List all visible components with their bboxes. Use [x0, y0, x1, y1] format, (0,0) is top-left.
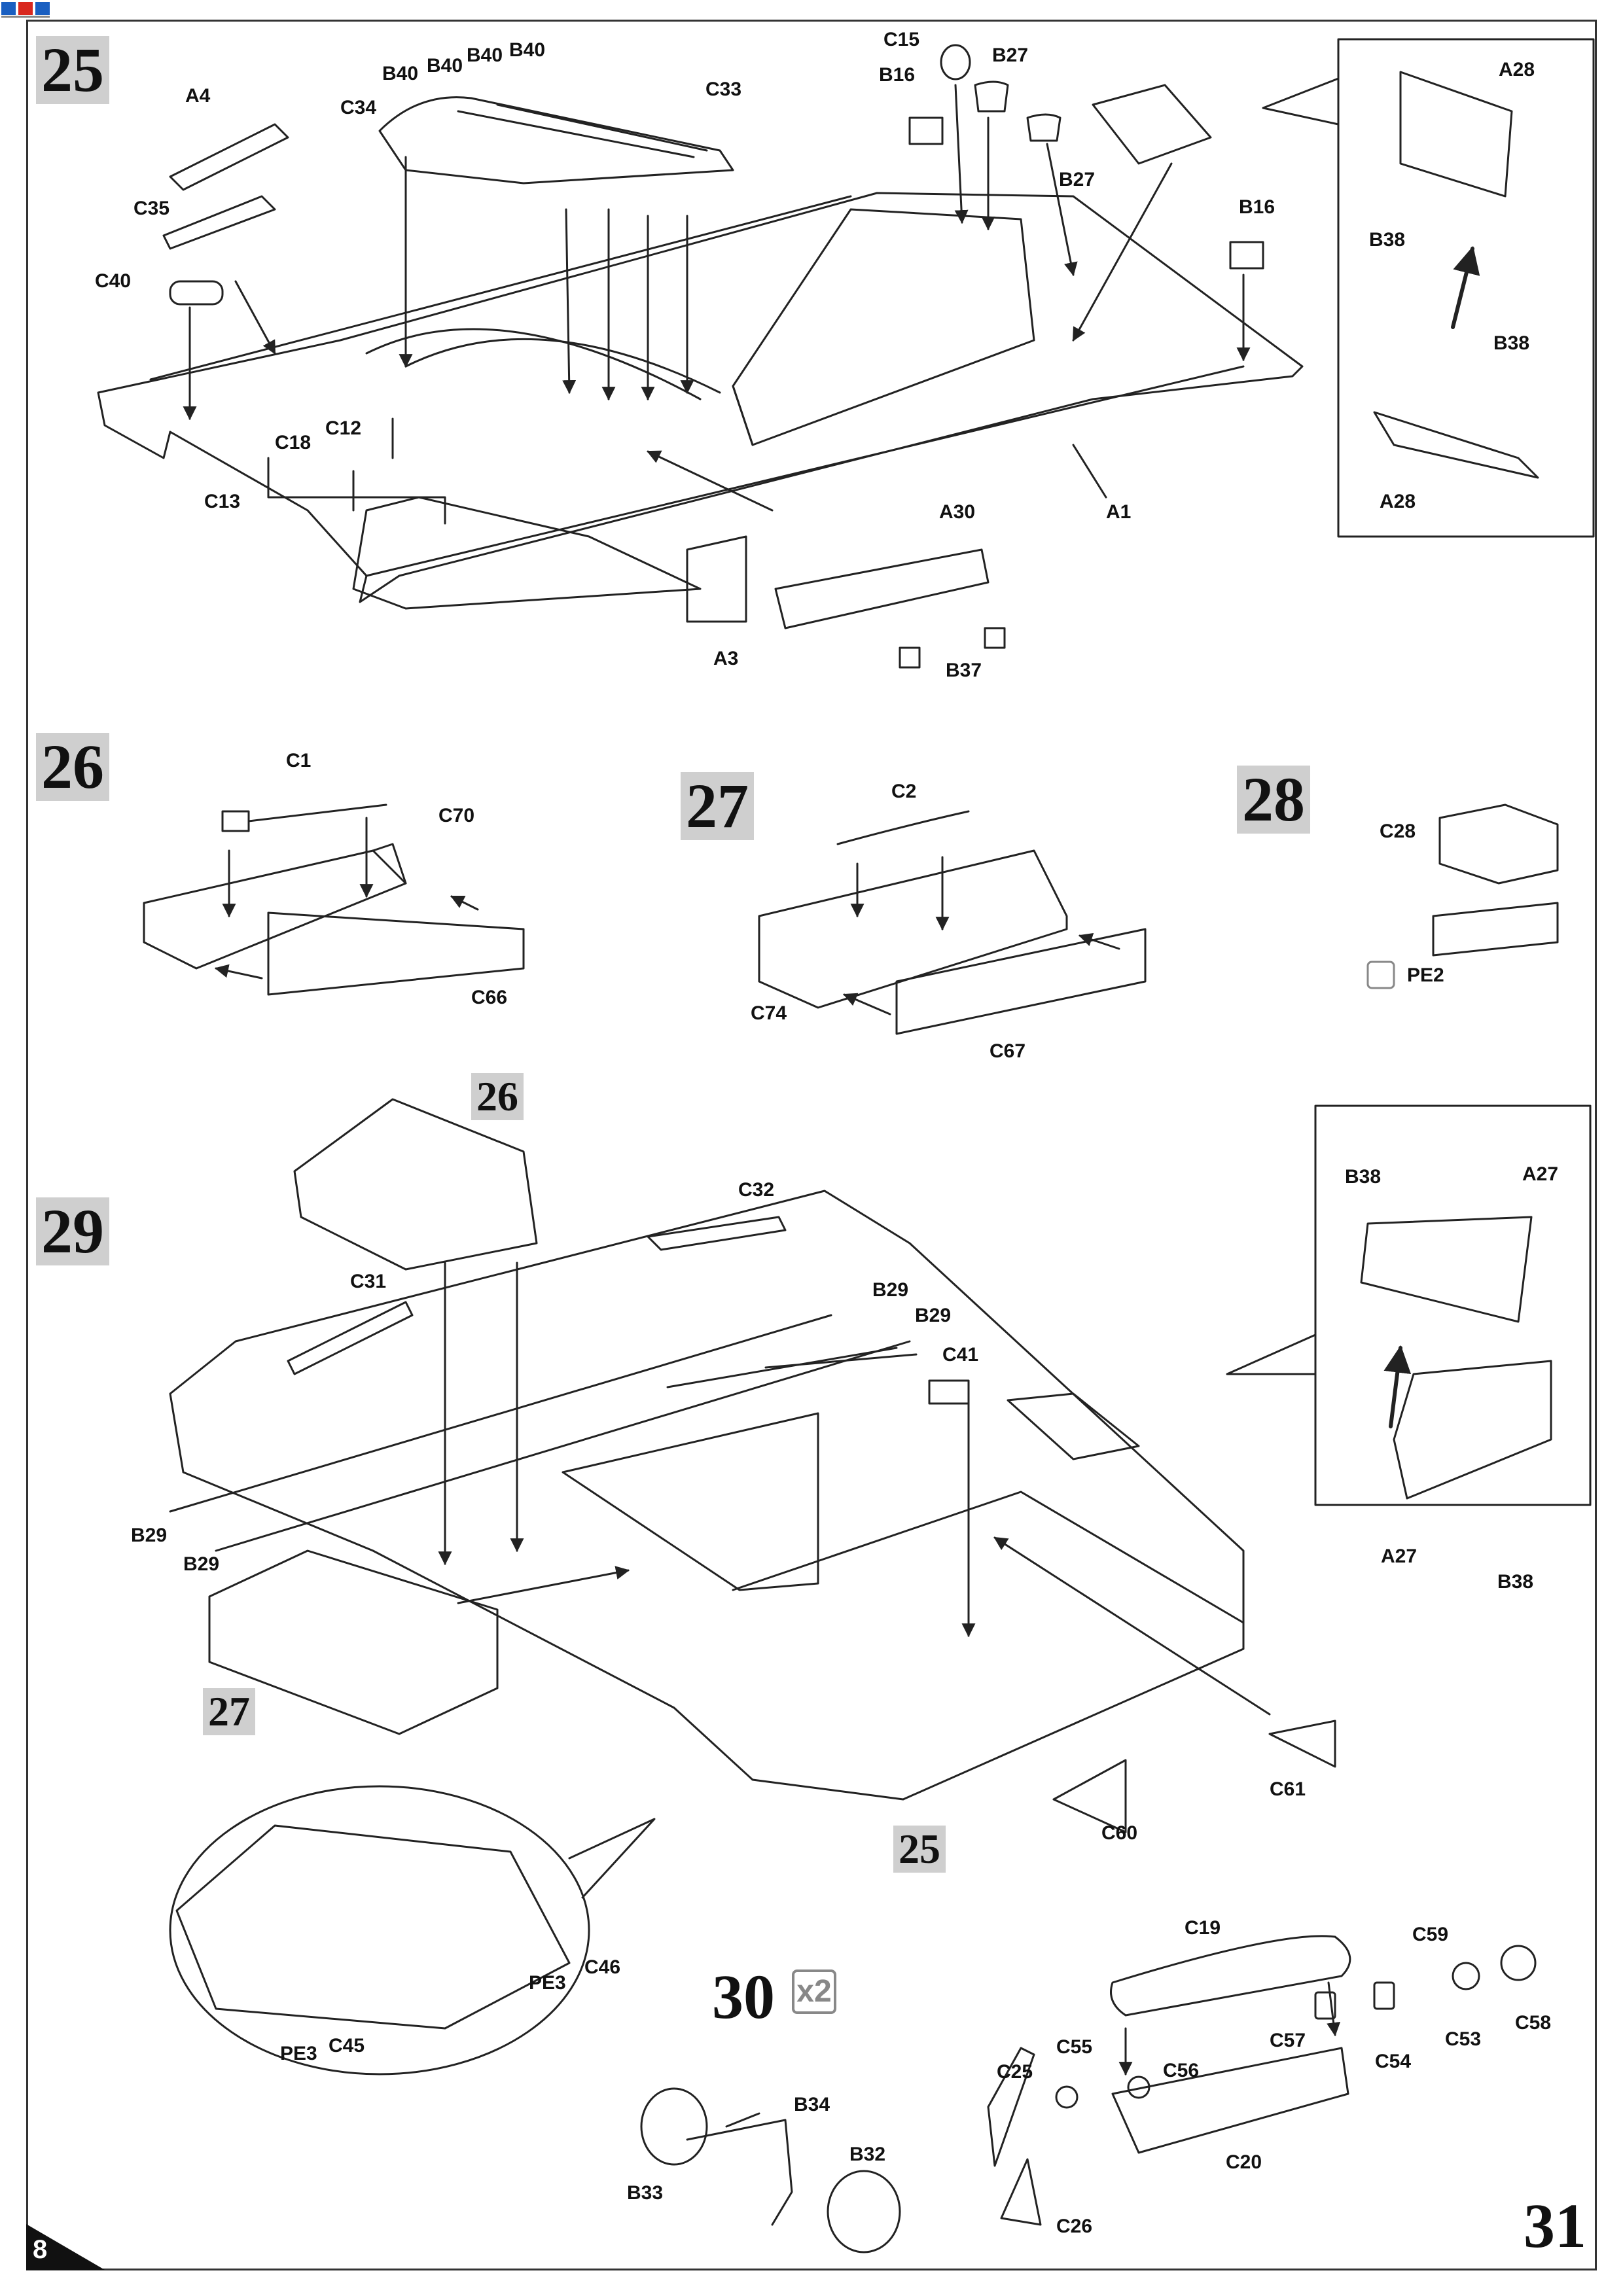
part-label: B38: [1493, 332, 1530, 354]
part-label: B27: [1059, 169, 1096, 190]
part-label: C53: [1445, 2028, 1482, 2050]
part-label: C2: [891, 781, 917, 802]
step-25-number: 25: [36, 36, 109, 104]
part-label: C33: [705, 79, 742, 100]
step-31-number: 31: [1524, 2191, 1586, 2261]
part-label: B40: [382, 63, 419, 84]
part-label: C57: [1270, 2030, 1306, 2051]
part-label: B29: [872, 1279, 909, 1301]
part-label: C59: [1412, 1924, 1449, 1945]
part-label: B16: [879, 64, 916, 86]
step31-drawing: [987, 1935, 1537, 2226]
part-label: C60: [1101, 1822, 1138, 1844]
part-label: C28: [1380, 821, 1416, 842]
step30-drawing: [640, 2087, 901, 2253]
part-label: C18: [275, 432, 312, 453]
publisher-logo: [0, 0, 51, 18]
part-label: C66: [471, 987, 508, 1008]
page-number-tab: 8: [26, 2224, 105, 2270]
part-label: PE3: [529, 1972, 566, 1994]
part-label: C45: [329, 2035, 365, 2057]
part-label: B32: [849, 2144, 886, 2165]
part-label: A28: [1499, 59, 1535, 80]
part-label: C41: [942, 1344, 979, 1366]
part-label: A27: [1522, 1163, 1559, 1185]
part-label: B40: [467, 44, 503, 66]
part-label: C26: [1056, 2216, 1093, 2237]
part-label: B34: [794, 2094, 830, 2115]
step-28-number: 28: [1237, 766, 1310, 834]
part-label: C15: [883, 29, 920, 50]
part-label: C61: [1270, 1778, 1306, 1800]
part-label: C32: [738, 1179, 775, 1201]
step-26-number: 26: [36, 733, 109, 801]
step28-drawing: [1366, 804, 1559, 989]
part-label: C74: [751, 1002, 787, 1024]
part-label: C1: [286, 750, 312, 771]
ref-26-tag: 26: [471, 1073, 524, 1120]
part-label: B29: [915, 1305, 952, 1326]
part-label: A1: [1106, 501, 1132, 523]
part-label: C40: [95, 270, 132, 292]
part-label: A27: [1381, 1545, 1418, 1567]
step-27-number: 27: [681, 772, 754, 840]
part-label: C55: [1056, 2036, 1093, 2058]
step29-inset: [1226, 1104, 1592, 1506]
part-label: PE2: [1407, 964, 1444, 986]
part-label: C25: [997, 2061, 1033, 2083]
part-label: B29: [183, 1553, 220, 1575]
ref-25-tag: 25: [893, 1826, 946, 1873]
part-label: B29: [131, 1525, 168, 1546]
part-label: C70: [438, 805, 475, 826]
part-label: C31: [350, 1271, 387, 1292]
part-label: B40: [427, 55, 463, 77]
part-label: A3: [713, 648, 739, 669]
part-label: A30: [939, 501, 976, 523]
part-label: B40: [509, 39, 546, 61]
step-29-number: 29: [36, 1197, 109, 1265]
quantity-x2-badge: x2: [792, 1969, 836, 2014]
part-label: C56: [1163, 2060, 1200, 2081]
part-label: C34: [340, 97, 377, 118]
part-label: B38: [1345, 1166, 1382, 1188]
step26-drawing: [143, 804, 525, 996]
part-label: B27: [992, 44, 1029, 66]
part-label: B33: [627, 2182, 664, 2204]
part-label: C35: [134, 198, 170, 219]
step25-hull-drawing: [97, 44, 1304, 669]
ref-27-tag: 27: [203, 1688, 255, 1735]
page-number: 8: [33, 2235, 48, 2264]
part-label: B37: [946, 660, 982, 681]
part-label: PE3: [280, 2043, 317, 2064]
part-label: C58: [1515, 2012, 1552, 2034]
part-label: C20: [1226, 2151, 1262, 2173]
part-label: B38: [1497, 1571, 1534, 1593]
step27-drawing: [758, 810, 1147, 1035]
part-label: C13: [204, 491, 241, 512]
part-label: A28: [1380, 491, 1416, 512]
step25-inset: [1262, 38, 1595, 538]
part-label: C12: [325, 417, 362, 439]
part-label: B38: [1369, 229, 1406, 251]
step29-drawing: [169, 1098, 1336, 1833]
step-30-number: 30: [712, 1962, 775, 2032]
page-frame: [26, 20, 1597, 2270]
part-label: C46: [584, 1956, 621, 1978]
part-label: C19: [1185, 1917, 1221, 1939]
part-label: B16: [1239, 196, 1275, 218]
step29-detail-bubble: [169, 1785, 656, 2075]
part-label: C54: [1375, 2051, 1412, 2072]
part-label: A4: [185, 85, 211, 107]
part-label: C67: [990, 1040, 1026, 1062]
